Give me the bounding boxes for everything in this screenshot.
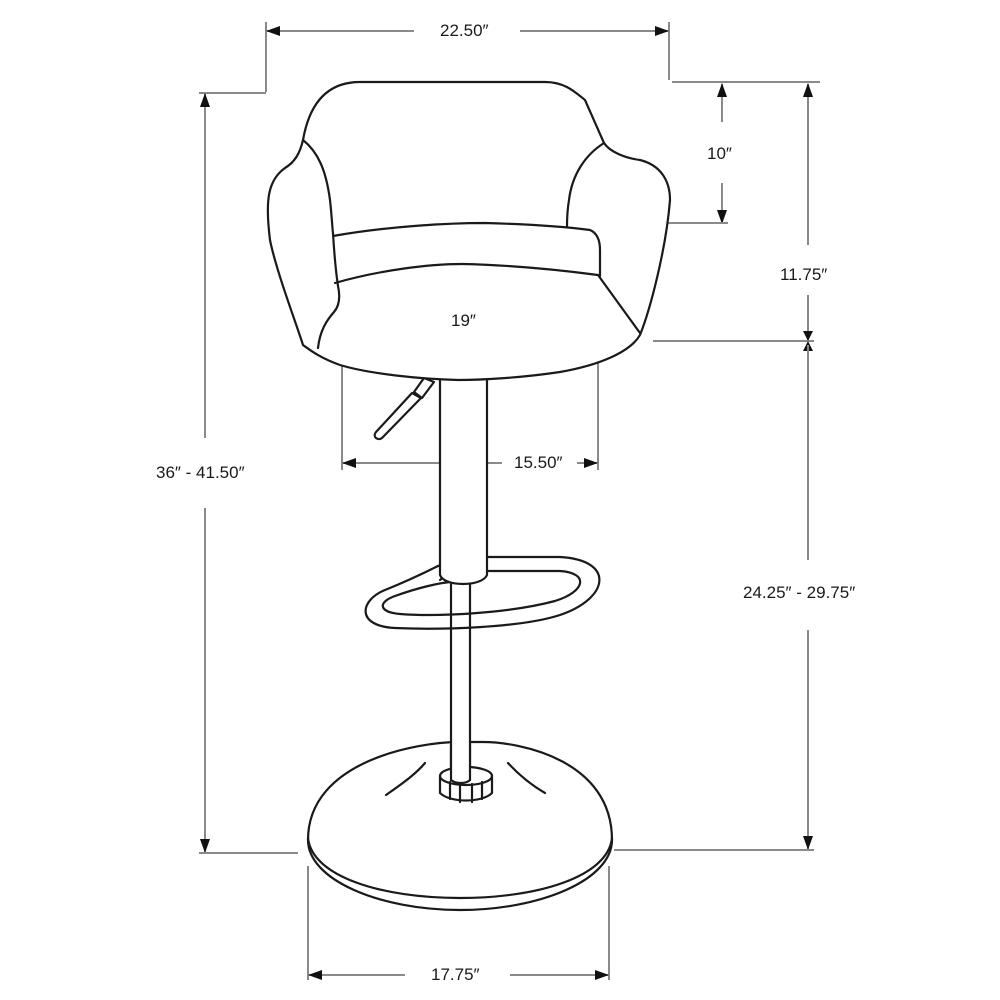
gas-lift-column [438, 376, 489, 586]
arrow-down-icon [803, 331, 813, 341]
overall-width-dimension [265, 22, 670, 92]
arrow-left-icon [266, 26, 280, 36]
armrest-height-dimension [653, 83, 814, 342]
round-base [306, 740, 614, 912]
arrow-left-icon [342, 458, 356, 468]
arrow-down-icon [717, 210, 727, 224]
height-adjust-lever [373, 376, 436, 441]
seat-depth-label: 19″ [448, 311, 479, 331]
seat-height-dimension [614, 341, 814, 851]
armrest-height-label: 11.75″ [777, 265, 831, 285]
arrow-down-icon [200, 839, 210, 853]
arrow-right-icon [655, 26, 669, 36]
overall-height-dimension [199, 93, 298, 854]
overall-width-label: 22.50″ [437, 21, 492, 41]
arrow-left-icon [308, 970, 322, 980]
base-diameter-label: 17.75″ [428, 965, 483, 985]
seat-cushion [316, 221, 642, 350]
arrow-up-icon [200, 93, 210, 107]
stool-drawing [266, 80, 672, 912]
base-diameter-dimension [307, 866, 610, 980]
overall-height-label: 36″ - 41.50″ [153, 463, 248, 483]
arrow-right-icon [584, 458, 598, 468]
arrow-up-icon [717, 83, 727, 97]
seat-height-label: 24.25″ - 29.75″ [740, 583, 859, 603]
arrow-right-icon [595, 970, 609, 980]
arrow-up-icon [803, 83, 813, 97]
arrow-down-icon [803, 836, 813, 850]
column-lower [449, 578, 472, 772]
backrest-panel [301, 138, 335, 235]
seat-shell [266, 80, 672, 382]
backrest-height-label: 10″ [704, 144, 735, 164]
seat-width-label: 15.50″ [511, 453, 566, 473]
column-collar [438, 743, 494, 804]
